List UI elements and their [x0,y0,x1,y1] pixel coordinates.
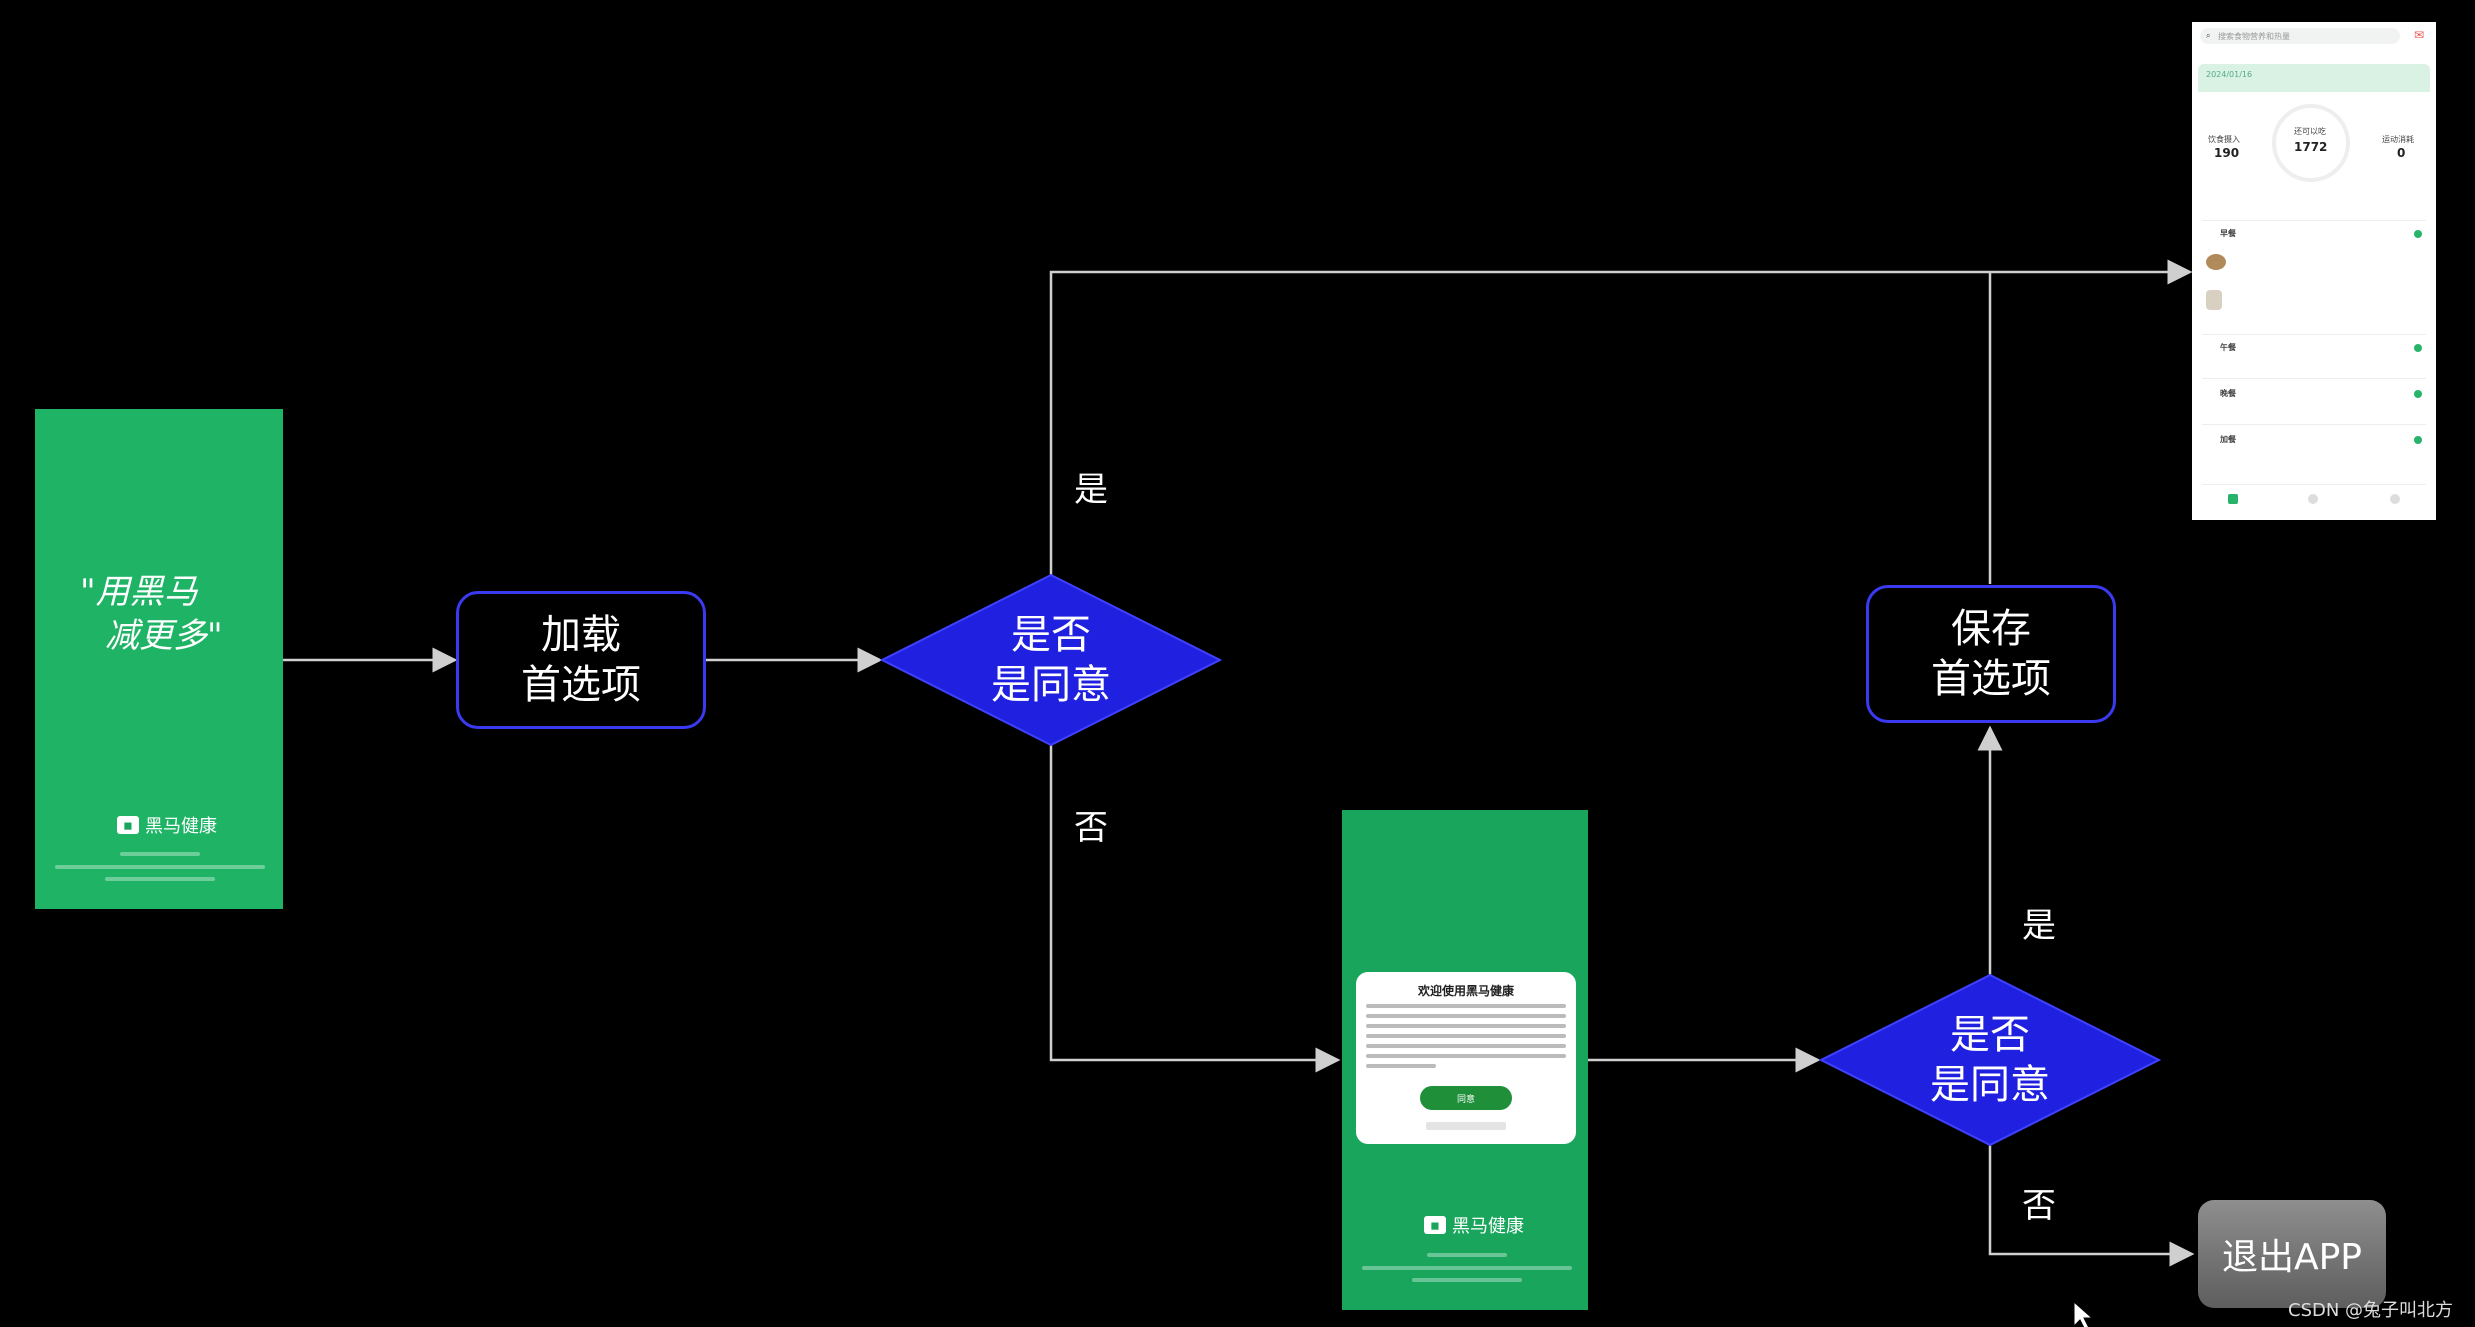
splash-slogan-line1: "用黑马 [80,572,198,612]
calorie-ring [2272,104,2350,182]
decision-2-diamond [1818,973,2162,1147]
meal-lunch[interactable]: 午餐 [2220,343,2236,352]
cursor-icon [2073,1300,2094,1327]
privacy-brand: ◼ 黑马健康 [1424,1212,1524,1238]
watermark: CSDN @兔子叫北方 [2288,1300,2454,1321]
remaining-value: 1772 [2294,140,2328,154]
tab-discover-icon[interactable] [2308,494,2318,504]
dialog-text-line [1366,1004,1566,1008]
decision-1-label: 是否 是同意 [991,612,1111,708]
burn-value: 0 [2397,146,2406,160]
brand-logo-icon: ◼ [117,816,139,834]
decision-1-diamond [879,573,1223,747]
dialog-text-line [1366,1064,1436,1068]
add-snack-icon[interactable] [2414,436,2422,444]
privacy-brand-name: 黑马健康 [1452,1216,1524,1237]
dialog-text-line [1366,1044,1566,1048]
privacy-footer-line [1412,1278,1522,1282]
row-divider [2202,334,2426,335]
splash-footer-line [55,865,265,869]
privacy-footer-line [1362,1266,1572,1270]
decision-1-yes-label: 是 [1074,470,1108,510]
splash-screen: "用黑马 减更多" ◼ 黑马健康 [35,409,283,909]
splash-brand-name: 黑马健康 [145,816,217,837]
meal-breakfast[interactable]: 早餐 [2220,229,2236,238]
intake-label: 饮食摄入 [2208,135,2240,144]
edge-decision1-no [1049,745,1341,1073]
decision-2-no-label: 否 [2022,1186,2056,1226]
splash-slogan-line2: 减更多" [105,616,223,656]
header-band [2198,64,2430,92]
edge-decision1-yes [1049,259,2193,575]
add-breakfast-icon[interactable] [2414,230,2422,238]
splash-footer-line [105,877,215,881]
food-thumb [2206,290,2222,310]
splash-brand: ◼ 黑马健康 [117,812,217,838]
row-divider [2202,378,2426,379]
edge-decision2-no [1988,1145,2195,1267]
privacy-footer-line [1427,1253,1507,1257]
tabbar-divider [2202,484,2426,485]
decision-2-label: 是否 是同意 [1930,1012,2050,1108]
intake-value: 190 [2214,146,2240,160]
burn-label: 运动消耗 [2382,135,2414,144]
decision-2-yes-label: 是 [2022,906,2056,946]
exit-app-button[interactable]: 退出APP [2198,1200,2386,1308]
meal-dinner[interactable]: 晚餐 [2220,389,2236,398]
privacy-dialog: 欢迎使用黑马健康 同意 [1356,972,1576,1144]
search-placeholder: 搜索食物营养和热量 [2218,32,2290,41]
agree-button[interactable]: 同意 [1420,1086,1512,1110]
search-bar[interactable] [2200,28,2400,44]
dialog-disagree[interactable] [1426,1122,1506,1130]
search-icon: ⌕ [2206,31,2211,40]
dialog-text-line [1366,1034,1566,1038]
tab-profile-icon[interactable] [2390,494,2400,504]
dialog-text-line [1366,1014,1566,1018]
dialog-text-line [1366,1024,1566,1028]
load-preferences-node: 加载 首选项 [456,591,706,729]
food-thumb [2206,254,2226,270]
message-icon[interactable]: ✉ [2414,28,2425,42]
main-screen: ⌕ 搜索食物营养和热量 ✉ 2024/01/16 饮食摄入 190 还可以吃 1… [2192,22,2436,520]
dialog-title: 欢迎使用黑马健康 [1417,984,1514,998]
meal-snack[interactable]: 加餐 [2220,435,2236,444]
tab-home-icon[interactable] [2228,494,2238,504]
date-selector[interactable]: 2024/01/16 [2206,70,2253,79]
decision-1-no-label: 否 [1074,808,1108,848]
add-lunch-icon[interactable] [2414,344,2422,352]
privacy-screen: 欢迎使用黑马健康 同意 ◼ 黑马健康 [1342,810,1588,1310]
add-dinner-icon[interactable] [2414,390,2422,398]
brand-logo-icon: ◼ [1424,1216,1446,1234]
dialog-text-line [1366,1054,1566,1058]
save-preferences-node: 保存 首选项 [1866,585,2116,723]
row-divider [2202,220,2426,221]
row-divider [2202,424,2426,425]
remaining-label: 还可以吃 [2294,127,2326,136]
splash-footer-line [120,852,200,856]
